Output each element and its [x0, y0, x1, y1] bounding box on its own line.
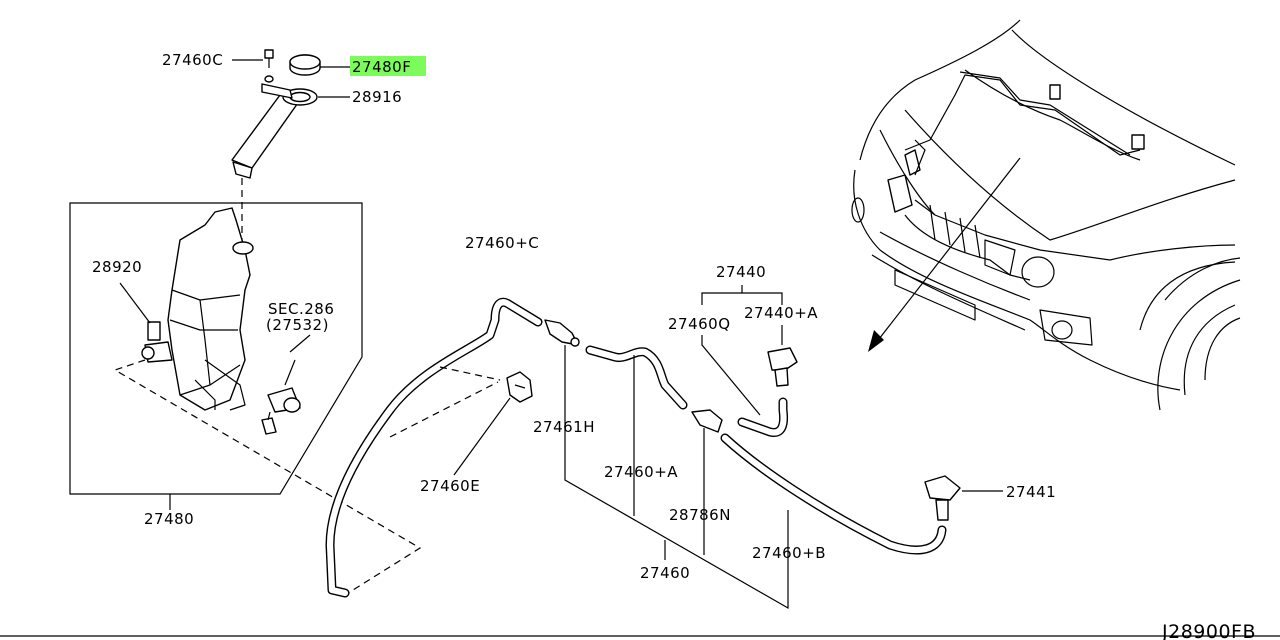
label-28786n[interactable]: 28786N	[669, 506, 731, 524]
label-27460c[interactable]: 27460C	[162, 51, 223, 69]
label-27460e[interactable]: 27460E	[420, 477, 480, 495]
washer-nozzle-2	[924, 475, 961, 501]
hose-clip	[506, 371, 533, 403]
label-27460-plus-c[interactable]: 27460+C	[465, 234, 539, 252]
label-27532[interactable]: (27532)	[266, 316, 329, 334]
washer-tank	[167, 207, 251, 411]
label-27440[interactable]: 27440	[716, 263, 766, 281]
label-27460-plus-b[interactable]: 27460+B	[752, 544, 826, 562]
diagram-code: J28900FB	[1161, 621, 1256, 640]
label-28920[interactable]: 28920	[92, 258, 142, 276]
label-27460[interactable]: 27460	[640, 564, 690, 582]
label-27440-plus-a[interactable]: 27440+A	[744, 304, 818, 322]
washer-pump	[147, 321, 161, 341]
label-27461h[interactable]: 27461H	[533, 418, 595, 436]
label-27480f[interactable]: 27480F	[352, 58, 411, 76]
label-27480[interactable]: 27480	[144, 510, 194, 528]
label-27441[interactable]: 27441	[1006, 483, 1056, 501]
label-28916[interactable]: 28916	[352, 88, 402, 106]
leader-lines	[232, 59, 1003, 610]
vehicle-front-illustration	[851, 19, 1241, 411]
bolt	[264, 49, 274, 59]
part-labels: 27460C 27480F 28916 28920 SEC.286 (27532…	[92, 51, 1256, 640]
washer-nozzle	[767, 347, 798, 371]
hose-joint-2	[691, 409, 723, 433]
highlight-marker	[350, 56, 426, 76]
tank-group-bracket	[69, 202, 363, 495]
label-27460q[interactable]: 27460Q	[668, 315, 731, 333]
washer-tank-assembly	[69, 49, 422, 596]
label-sec-286[interactable]: SEC.286	[268, 300, 334, 318]
label-27460-plus-a[interactable]: 27460+A	[604, 463, 678, 481]
filler-neck	[231, 94, 301, 169]
washer-hoses	[325, 297, 961, 598]
